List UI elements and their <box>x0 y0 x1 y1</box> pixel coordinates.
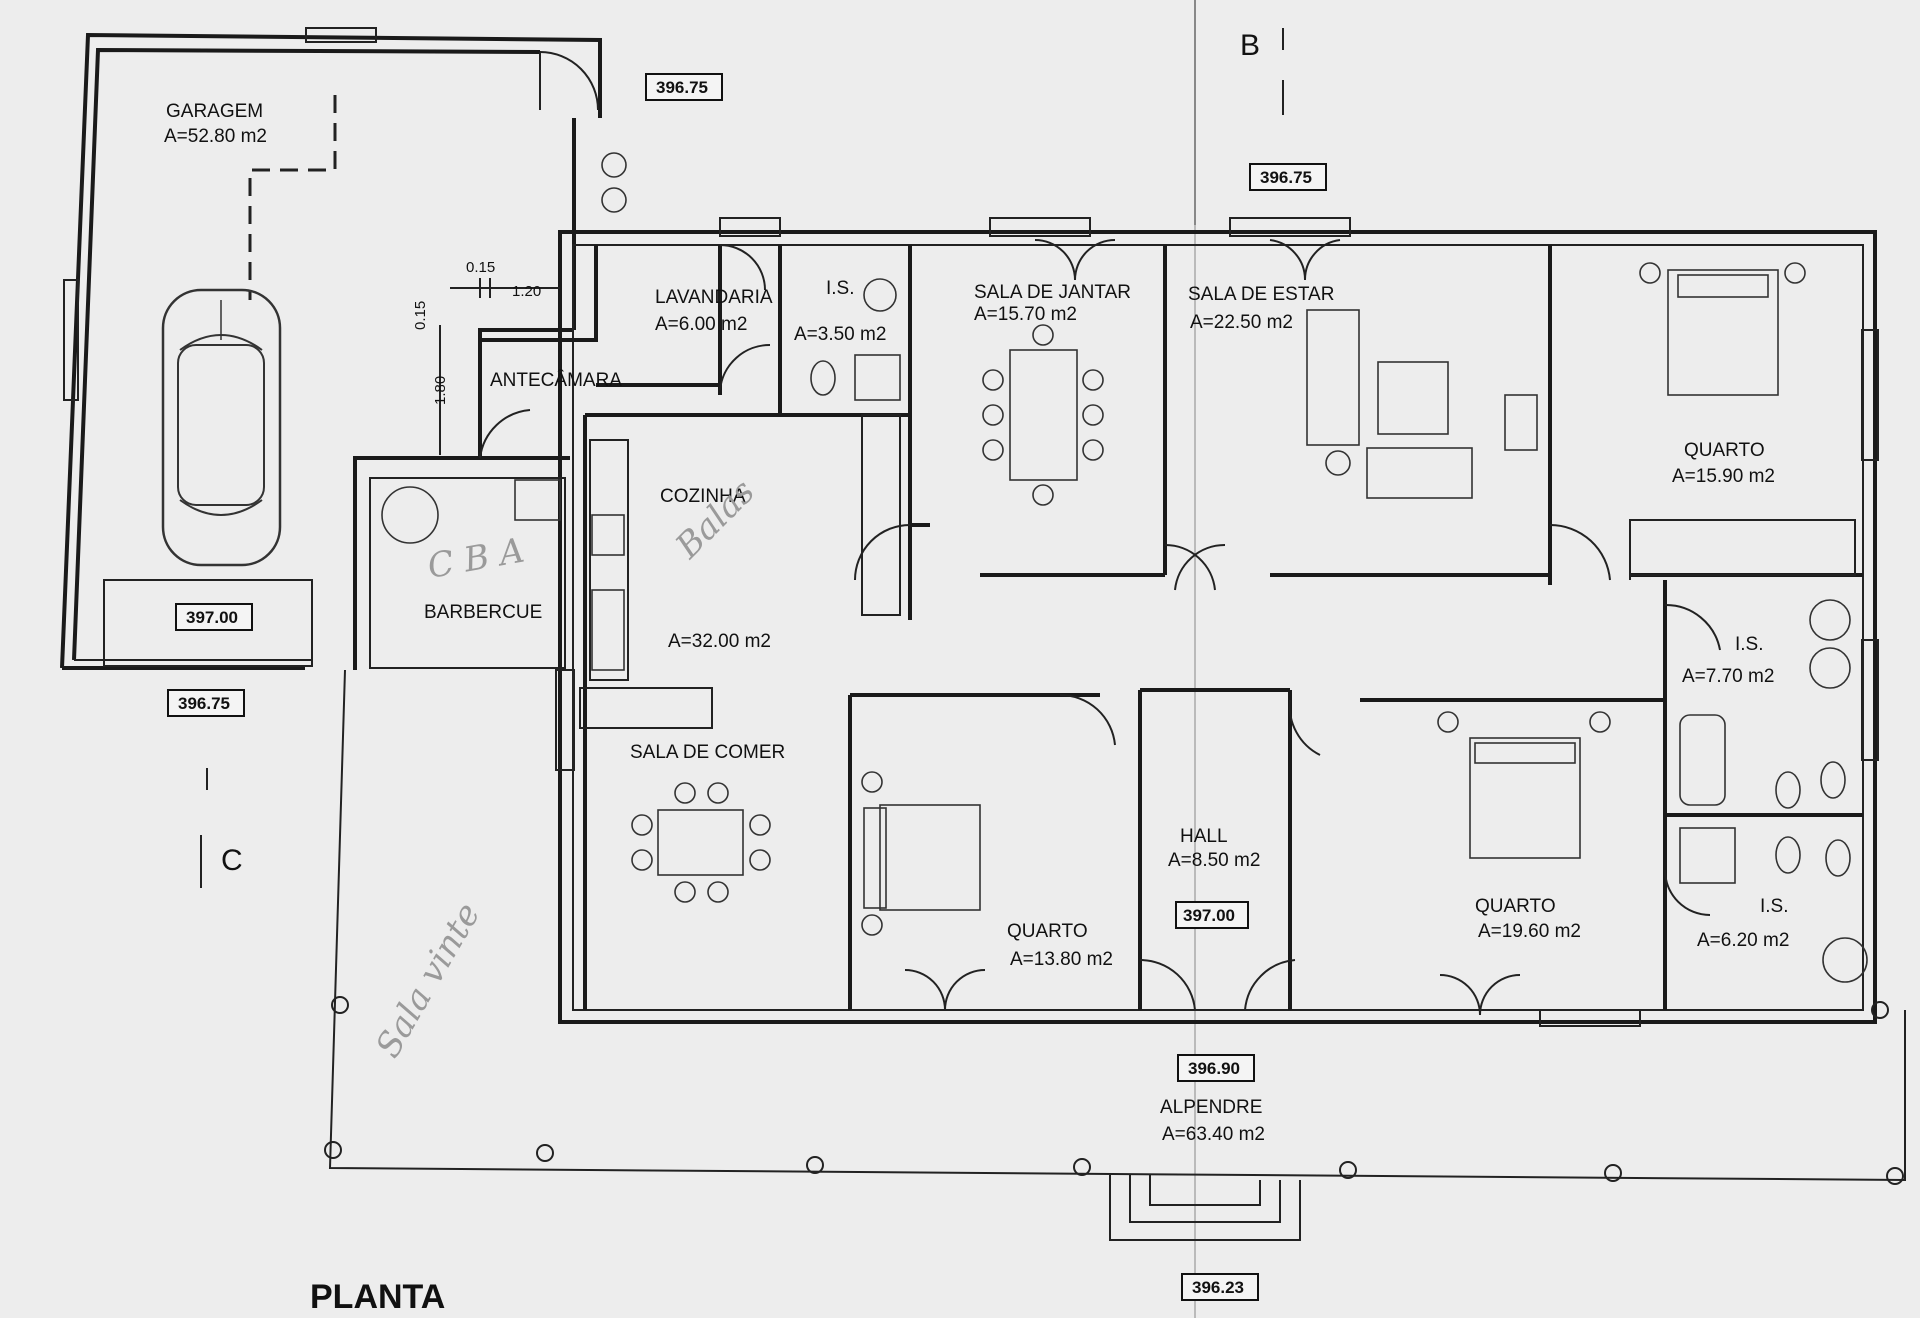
elevation-tag-2: 396.75 <box>1249 163 1327 191</box>
bed-icon-2 <box>861 771 981 936</box>
svg-text:397.00: 397.00 <box>1183 906 1235 925</box>
car-icon <box>161 288 282 567</box>
room-area-lavandaria: A=6.00 m2 <box>655 314 747 335</box>
bed-icon-1 <box>1639 262 1806 396</box>
section-line-c <box>200 768 208 888</box>
dimension-lines <box>439 278 560 455</box>
interior-walls <box>353 245 1863 1010</box>
room-area-hall: A=8.50 m2 <box>1168 850 1260 871</box>
svg-text:396.75: 396.75 <box>178 694 230 713</box>
room-area-quarto-2: A=13.80 m2 <box>1010 949 1113 970</box>
room-area-sala-jantar: A=15.70 m2 <box>974 304 1077 325</box>
room-area-alpendre: A=63.40 m2 <box>1162 1124 1265 1145</box>
room-area-quarto-3: A=19.60 m2 <box>1478 921 1581 942</box>
house-outer-walls <box>558 230 1877 1024</box>
room-name-quarto-2: QUARTO <box>1007 921 1088 942</box>
kitchen-table-icon <box>631 782 771 903</box>
room-name-sala-comer: SALA DE COMER <box>630 742 785 763</box>
porch-columns <box>324 996 1904 1185</box>
room-name-barbecue: BARBERCUE <box>424 602 542 623</box>
room-name-cozinha: COZINHA <box>660 486 746 507</box>
section-line-b <box>1194 0 1284 1318</box>
garage-guide-line <box>248 95 337 300</box>
room-area-sala-estar: A=22.50 m2 <box>1190 312 1293 333</box>
sofa-icon <box>1306 309 1538 499</box>
room-area-garagem: A=52.80 m2 <box>164 126 267 147</box>
elevation-tag-4: 396.75 <box>167 689 245 717</box>
dimension-1: 0.15 <box>466 259 495 276</box>
room-name-is-small: I.S. <box>826 278 855 299</box>
room-name-is-3: I.S. <box>1760 896 1789 917</box>
room-area-quarto-1: A=15.90 m2 <box>1672 466 1775 487</box>
dimension-2: 1.20 <box>512 283 541 300</box>
room-area-is-small: A=3.50 m2 <box>794 324 886 345</box>
svg-text:396.90: 396.90 <box>1188 1059 1240 1078</box>
elevation-tag-3: 397.00 <box>175 603 253 631</box>
room-name-is-2: I.S. <box>1735 634 1764 655</box>
dining-table-icon <box>982 324 1104 506</box>
svg-text:396.75: 396.75 <box>1260 168 1312 187</box>
room-name-lavandaria: LAVANDARIA <box>655 287 773 308</box>
door-arcs <box>479 239 1721 1016</box>
room-name-quarto-1: QUARTO <box>1684 440 1765 461</box>
elevation-tag-5: 397.00 <box>1175 901 1249 929</box>
svg-text:396.23: 396.23 <box>1192 1278 1244 1297</box>
room-name-sala-estar: SALA DE ESTAR <box>1188 284 1334 305</box>
room-name-quarto-3: QUARTO <box>1475 896 1556 917</box>
dimension-3: 0.15 <box>412 301 429 330</box>
elevation-tag-1: 396.75 <box>645 73 723 101</box>
section-marker-b: B <box>1240 29 1260 62</box>
bathroom-fixtures <box>601 152 1868 983</box>
porch-outline <box>328 669 1906 1241</box>
room-name-alpendre: ALPENDRE <box>1160 1097 1262 1118</box>
dimension-4: 1.80 <box>432 376 449 405</box>
svg-text:396.75: 396.75 <box>656 78 708 97</box>
barbecue-grill-icon <box>381 479 561 544</box>
svg-text:397.00: 397.00 <box>186 608 238 627</box>
section-marker-c: C <box>221 844 243 877</box>
room-area-is-3: A=6.20 m2 <box>1697 930 1789 951</box>
room-name-hall: HALL <box>1180 826 1228 847</box>
elevation-tag-7: 396.23 <box>1181 1273 1259 1301</box>
plan-title: PLANTA <box>310 1278 445 1316</box>
bed-icon-3 <box>1437 711 1611 859</box>
room-name-antecamara: ANTECÂMARA <box>490 369 622 391</box>
room-name-garagem: GARAGEM <box>166 101 263 122</box>
room-area-cozinha: A=32.00 m2 <box>668 631 771 652</box>
room-area-is-2: A=7.70 m2 <box>1682 666 1774 687</box>
stove-icon <box>591 514 625 671</box>
room-name-sala-jantar: SALA DE JANTAR <box>974 282 1131 303</box>
windows <box>63 27 1879 1027</box>
elevation-tag-6: 396.90 <box>1177 1054 1255 1082</box>
